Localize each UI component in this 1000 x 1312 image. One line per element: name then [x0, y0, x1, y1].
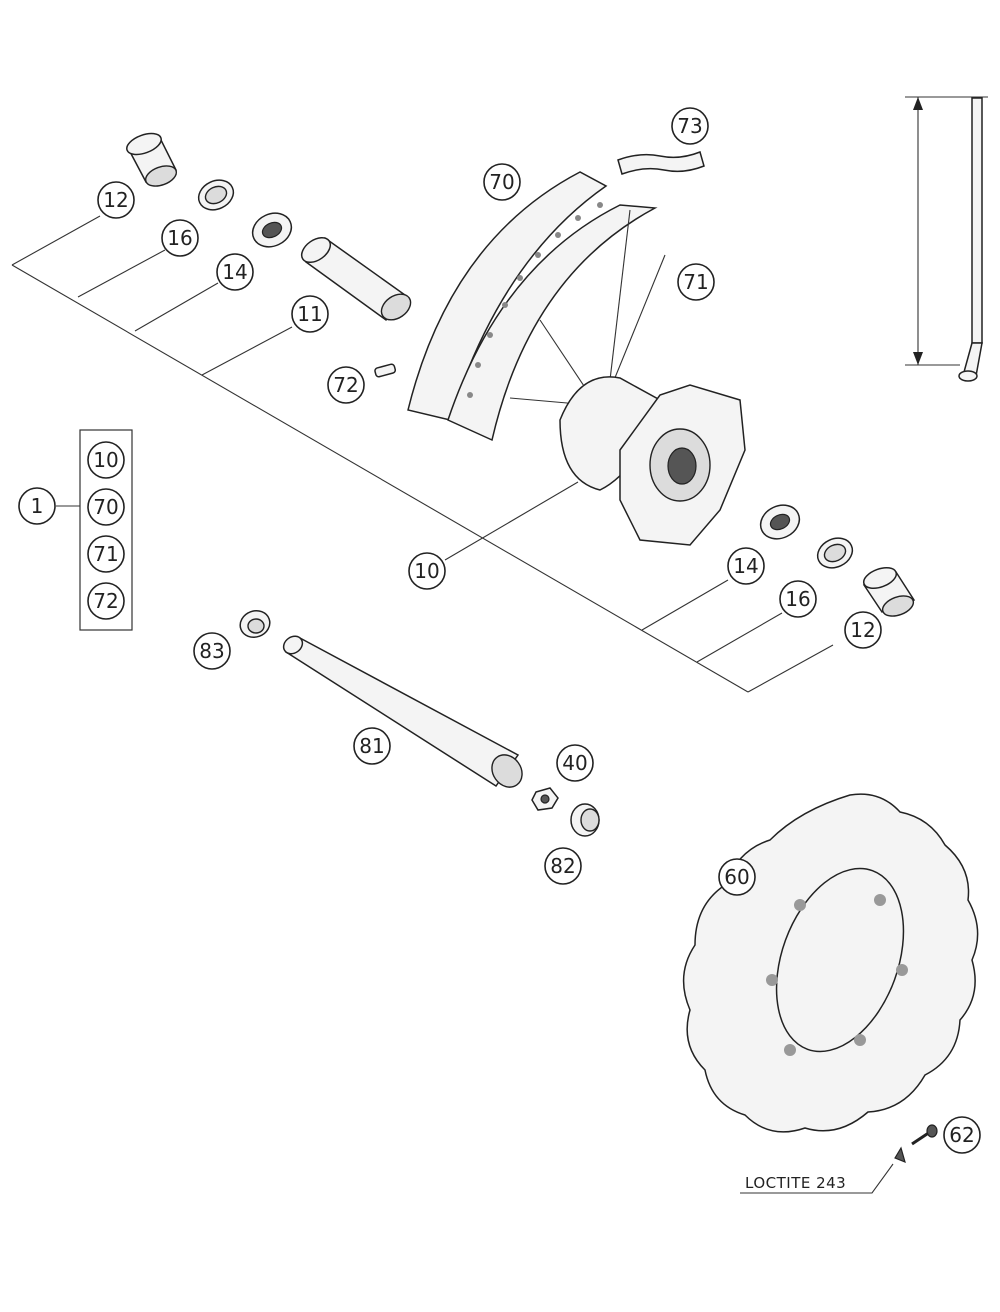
disc-screw-drawing: [894, 1124, 938, 1164]
callout-12-bottom: 12: [844, 611, 882, 649]
callout-text: 62: [949, 1123, 974, 1147]
callout-text: 82: [550, 854, 575, 878]
callout-text: 16: [785, 587, 810, 611]
hub-drawing: [559, 376, 746, 546]
callout-text: 11: [297, 302, 322, 326]
callout-71-group: 71: [87, 535, 125, 573]
callout-text: 10: [93, 448, 118, 472]
callout-70-top: 70: [483, 163, 521, 201]
callout-circle: [327, 366, 365, 404]
loctite-note-text: LOCTITE 243: [745, 1174, 846, 1192]
callout-text: 70: [489, 170, 514, 194]
callout-71-top: 71: [677, 263, 715, 301]
callout-circle: [408, 552, 446, 590]
callout-text: 83: [199, 639, 224, 663]
callout-40: 40: [556, 744, 594, 782]
callout-circle: [943, 1116, 981, 1154]
callout-text: 14: [733, 554, 758, 578]
collar-drawing: [239, 610, 271, 638]
callout-circle: [844, 611, 882, 649]
brake-disc-drawing: [682, 793, 979, 1133]
callout-circle: [544, 847, 582, 885]
callout-text: 72: [333, 373, 358, 397]
callout-circle: [161, 219, 199, 257]
callout-10-hub: 10: [408, 552, 446, 590]
callout-text: 1: [31, 494, 44, 518]
callout-text: 72: [93, 589, 118, 613]
bearing-bottom-drawing: [759, 504, 801, 540]
callout-10-group: 10: [87, 441, 125, 479]
callout-60: 60: [718, 858, 756, 896]
loctite-note: LOCTITE 243: [745, 1174, 846, 1192]
callout-text: 71: [683, 270, 708, 294]
callout-circle: [216, 253, 254, 291]
callout-circle: [291, 295, 329, 333]
callout-81: 81: [353, 727, 391, 765]
callout-circle: [97, 181, 135, 219]
callout-72-top: 72: [327, 366, 365, 404]
callout-circle: [87, 535, 125, 573]
callout-text: 14: [222, 260, 247, 284]
seal-bottom-drawing: [816, 537, 854, 569]
callout-circle: [87, 582, 125, 620]
rim-tape-drawing: [617, 150, 705, 175]
callout-text: 73: [677, 114, 702, 138]
callout-14-bottom: 14: [727, 547, 765, 585]
seal-top-drawing: [197, 179, 235, 211]
axle-drawing: [282, 635, 523, 788]
callout-text: 12: [103, 188, 128, 212]
bearing-top-drawing: [251, 212, 293, 248]
callout-72-group: 72: [87, 582, 125, 620]
callout-16-top: 16: [161, 219, 199, 257]
callout-circle: [87, 441, 125, 479]
callout-circle: [718, 858, 756, 896]
callout-82: 82: [544, 847, 582, 885]
callout-14-top: 14: [216, 253, 254, 291]
spoke-nipple-drawing: [374, 363, 397, 378]
spoke-measurement-drawing: [958, 97, 983, 382]
rim-drawing: [407, 171, 658, 442]
callout-73: 73: [671, 107, 709, 145]
callout-62: 62: [943, 1116, 981, 1154]
callout-circle: [193, 632, 231, 670]
callout-circle: [353, 727, 391, 765]
callout-text: 12: [850, 618, 875, 642]
axle-screw-drawing: [570, 803, 600, 837]
nut-drawing: [531, 787, 559, 811]
callout-16-bottom: 16: [779, 580, 817, 618]
callout-text: 71: [93, 542, 118, 566]
callout-text: 70: [93, 495, 118, 519]
callout-11: 11: [291, 295, 329, 333]
callout-text: 40: [562, 751, 587, 775]
callout-text: 60: [724, 865, 749, 889]
callout-circle: [556, 744, 594, 782]
callout-circle: [727, 547, 765, 585]
spacer-top-drawing: [126, 132, 178, 187]
callout-text: 16: [167, 226, 192, 250]
callout-70-group: 70: [87, 488, 125, 526]
callout-circle: [779, 580, 817, 618]
callout-circle: [671, 107, 709, 145]
callout-text: 10: [414, 559, 439, 583]
callout-1: 1: [18, 487, 56, 525]
callout-circle: [483, 163, 521, 201]
callout-circle: [18, 487, 56, 525]
callout-83: 83: [193, 632, 231, 670]
assembly-group-box: [79, 429, 133, 631]
callout-circle: [87, 488, 125, 526]
leader-lines: [11, 96, 988, 1194]
callout-12-top: 12: [97, 181, 135, 219]
callout-text: 81: [359, 734, 384, 758]
callout-circle: [677, 263, 715, 301]
distance-sleeve-drawing: [300, 236, 412, 322]
spacer-bottom-drawing: [862, 566, 916, 617]
